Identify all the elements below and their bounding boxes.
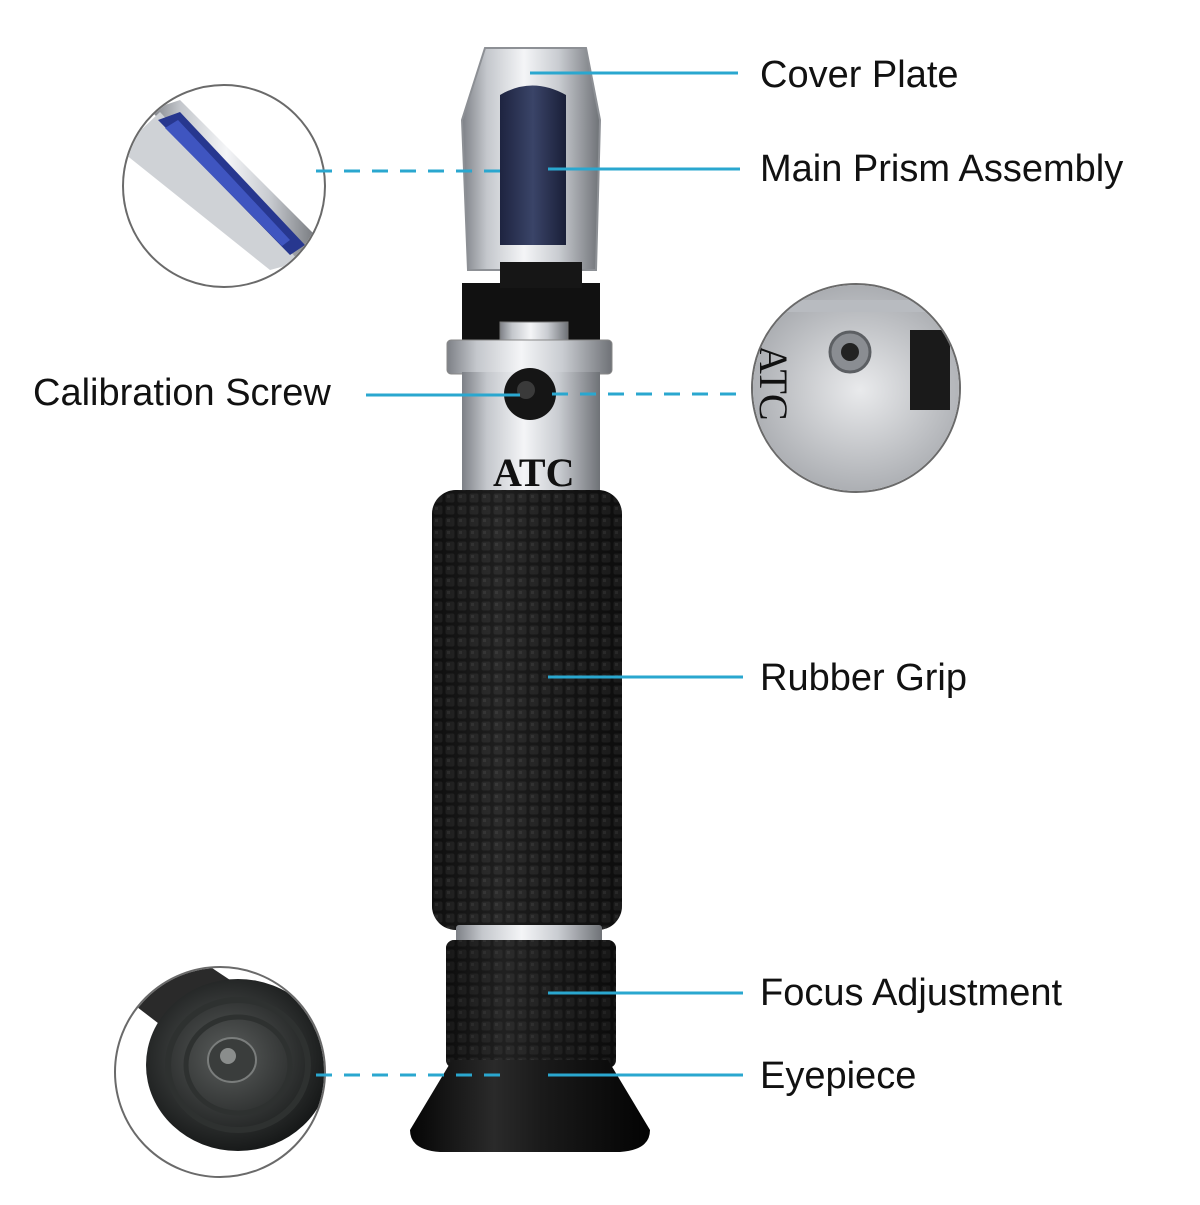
atc-text: ATC: [493, 450, 574, 495]
label-main-prism-assembly: Main Prism Assembly: [760, 150, 1123, 188]
eyepiece-closeup-inset: [115, 960, 330, 1177]
label-focus-adjustment: Focus Adjustment: [760, 974, 1062, 1012]
label-rubber-grip: Rubber Grip: [760, 659, 967, 697]
label-calibration-screw: Calibration Screw: [33, 374, 331, 412]
label-cover-plate: Cover Plate: [760, 56, 959, 94]
prism-closeup-inset: [120, 85, 325, 287]
label-eyepiece: Eyepiece: [760, 1057, 916, 1095]
refractometer-body: ATC: [410, 48, 650, 1152]
main-prism-part: [500, 86, 566, 246]
calibration-screw-closeup-inset: ATC: [740, 280, 980, 500]
